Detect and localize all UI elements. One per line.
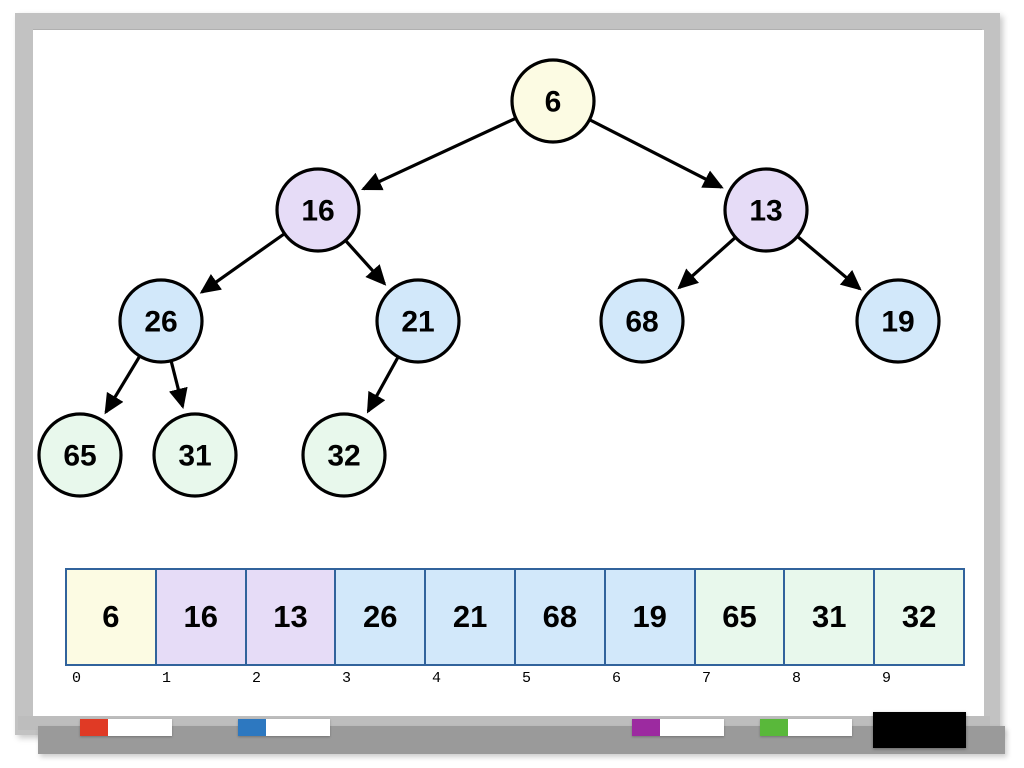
array-index-label-5: 5 — [522, 670, 532, 687]
tree-edge-16-to-26 — [199, 232, 285, 294]
tree-node-label-21: 21 — [401, 306, 434, 339]
tree-edge-13-to-19 — [797, 235, 862, 291]
tree-node-label-16: 16 — [301, 195, 334, 228]
tree-node-circle-16 — [275, 167, 361, 253]
tree-node-label-19: 19 — [881, 306, 914, 339]
tree-node-circle-68 — [599, 278, 685, 364]
tree-nodes: 6 16 13 26 21 68 19 65 31 32 — [37, 58, 941, 498]
array-index-label-4: 4 — [432, 670, 442, 687]
tree-node-68[interactable]: 68 — [599, 278, 685, 364]
array-cell-7[interactable]: 65 — [695, 570, 786, 664]
array-cell-8[interactable]: 31 — [785, 570, 876, 664]
array-index-label-7: 7 — [702, 670, 712, 687]
tree-node-32[interactable]: 32 — [301, 412, 387, 498]
tree-node-label-32: 32 — [327, 440, 360, 473]
array-cell-9[interactable]: 32 — [875, 570, 963, 664]
array-cell-5[interactable]: 68 — [515, 570, 606, 664]
tree-node-65[interactable]: 65 — [37, 412, 123, 498]
blue-marker[interactable] — [238, 719, 330, 736]
tree-node-13[interactable]: 13 — [723, 167, 809, 253]
tree-node-21[interactable]: 21 — [375, 278, 461, 364]
blue-marker-cap — [238, 719, 266, 736]
tree-edge-6-to-16 — [361, 117, 516, 191]
array-index-label-3: 3 — [342, 670, 352, 687]
tree-node-circle-31 — [152, 412, 238, 498]
array-cell-4[interactable]: 21 — [426, 570, 516, 664]
tree-node-19[interactable]: 19 — [855, 278, 941, 364]
tree-edges — [104, 117, 862, 415]
tree-edge-6-to-13 — [589, 118, 724, 189]
tree-edge-13-to-68 — [677, 236, 736, 290]
tree-node-circle-13 — [723, 167, 809, 253]
tree-node-label-6: 6 — [545, 86, 562, 119]
tree-node-6[interactable]: 6 — [510, 58, 596, 144]
array-index-label-9: 9 — [882, 670, 892, 687]
tree-node-circle-26 — [118, 278, 204, 364]
whiteboard-tray — [38, 726, 1005, 754]
array-index-label-2: 2 — [252, 670, 262, 687]
tree-node-label-31: 31 — [178, 440, 211, 473]
array-cell-3[interactable]: 26 — [336, 570, 427, 664]
binary-tree-diagram: 6 16 13 26 21 68 19 65 31 32 — [37, 58, 941, 498]
array-cell-0[interactable]: 6 — [67, 570, 157, 664]
tree-node-label-68: 68 — [625, 306, 658, 339]
tree-node-label-13: 13 — [749, 195, 782, 228]
red-marker[interactable] — [80, 719, 172, 736]
green-marker-cap — [760, 719, 788, 736]
tree-node-circle-65 — [37, 412, 123, 498]
tree-node-circle-6 — [510, 58, 596, 144]
green-marker[interactable] — [760, 719, 852, 736]
tree-node-circle-19 — [855, 278, 941, 364]
eraser[interactable] — [873, 712, 966, 748]
tree-node-31[interactable]: 31 — [152, 412, 238, 498]
array-index-row: 0 1 2 3 4 5 6 7 8 9 — [65, 670, 965, 692]
purple-marker-cap — [632, 719, 660, 736]
array-index-label-1: 1 — [162, 670, 172, 687]
tree-node-circle-32 — [301, 412, 387, 498]
array-index-label-8: 8 — [792, 670, 802, 687]
tree-node-16[interactable]: 16 — [275, 167, 361, 253]
tree-edge-21-to-32 — [366, 356, 400, 414]
tree-edge-26-to-31 — [168, 361, 188, 410]
tree-node-circle-21 — [375, 278, 461, 364]
array-cell-2[interactable]: 13 — [246, 570, 337, 664]
array-index-label-6: 6 — [612, 670, 622, 687]
array-cell-6[interactable]: 19 — [605, 570, 696, 664]
red-marker-cap — [80, 719, 108, 736]
tree-edge-16-to-21 — [344, 240, 387, 286]
tree-node-label-26: 26 — [144, 306, 177, 339]
array-cell-1[interactable]: 16 — [156, 570, 247, 664]
tree-node-label-65: 65 — [63, 440, 96, 473]
tree-node-26[interactable]: 26 — [118, 278, 204, 364]
array-index-label-0: 0 — [72, 670, 82, 687]
tree-edge-26-to-65 — [104, 356, 141, 415]
purple-marker[interactable] — [632, 719, 724, 736]
